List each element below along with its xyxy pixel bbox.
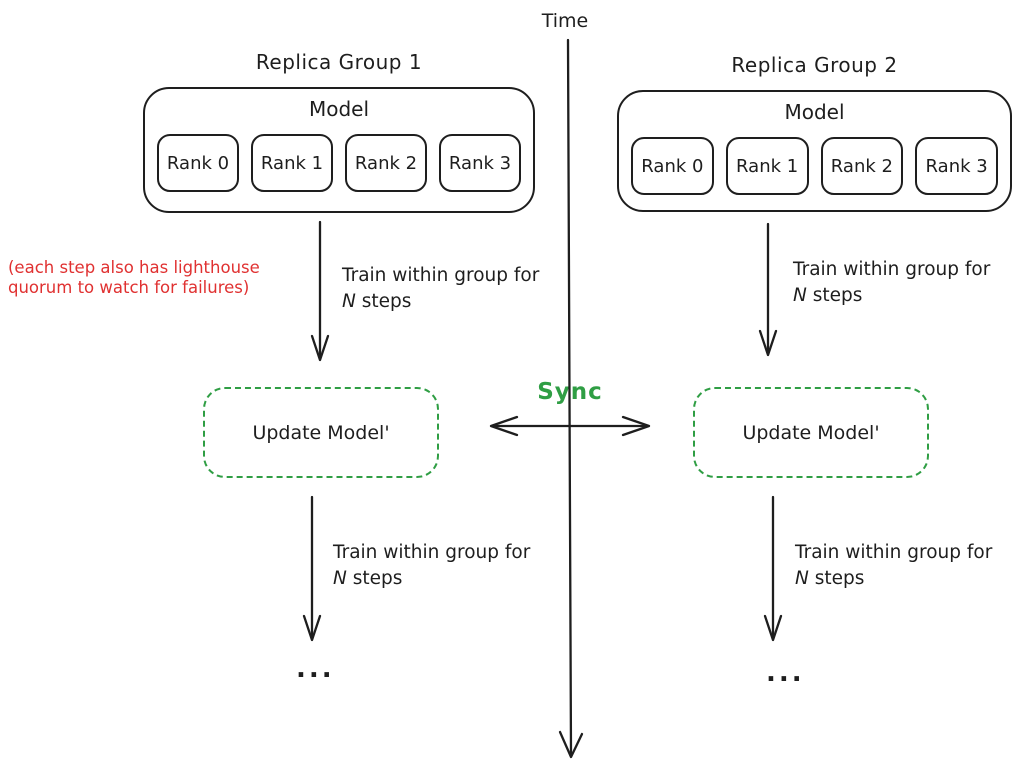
replica-group-1-model-label: Model: [308, 97, 370, 121]
ellipsis-group1: ...: [296, 654, 335, 684]
train-label-group1-lower: Train within group for N steps: [333, 542, 531, 589]
rank-box: Rank 0: [157, 134, 239, 192]
train-label-group2-lower: Train within group for N steps: [795, 542, 993, 589]
replica-group-1-title: Replica Group 1: [255, 50, 423, 74]
replica-group-1-box: Model Rank 0 Rank 1 Rank 2 Rank 3: [143, 87, 535, 213]
group1-train-arrow-lower: [302, 495, 322, 642]
replica-group-2-ranks-row: Rank 0 Rank 1 Rank 2 Rank 3: [619, 137, 1010, 195]
ellipsis-group2: ...: [766, 658, 805, 688]
replica-group-1-ranks-row: Rank 0 Rank 1 Rank 2 Rank 3: [145, 134, 533, 192]
train-label-group2-upper: Train within group for N steps: [793, 259, 991, 306]
replica-group-2-model-label: Model: [784, 100, 845, 124]
group2-train-arrow-lower: [763, 495, 783, 642]
group2-train-arrow-upper: [758, 222, 778, 357]
rank-box: Rank 1: [251, 134, 333, 192]
time-axis-label: Time: [541, 10, 589, 32]
replica-group-2-box: Model Rank 0 Rank 1 Rank 2 Rank 3: [617, 90, 1012, 212]
lighthouse-annotation: (each step also has lighthouse quorum to…: [8, 258, 308, 298]
replica-group-2-title: Replica Group 2: [731, 53, 898, 77]
sync-label: Sync: [537, 379, 603, 405]
rank-box: Rank 3: [439, 134, 521, 192]
rank-box: Rank 3: [915, 137, 998, 195]
lighthouse-annotation-line1: (each step also has lighthouse: [8, 258, 260, 277]
update-model-box-group1: Update Model': [203, 387, 439, 478]
lighthouse-annotation-line2: quorum to watch for failures): [8, 278, 250, 297]
train-label-group1-upper: Train within group for N steps: [342, 265, 540, 312]
update-model-box-group2: Update Model': [693, 387, 929, 478]
sync-double-arrow: [489, 415, 651, 437]
group1-train-arrow-upper: [310, 220, 330, 362]
rank-box: Rank 0: [631, 137, 714, 195]
rank-box: Rank 2: [345, 134, 427, 192]
rank-box: Rank 2: [820, 137, 904, 195]
rank-box: Rank 1: [725, 137, 809, 195]
